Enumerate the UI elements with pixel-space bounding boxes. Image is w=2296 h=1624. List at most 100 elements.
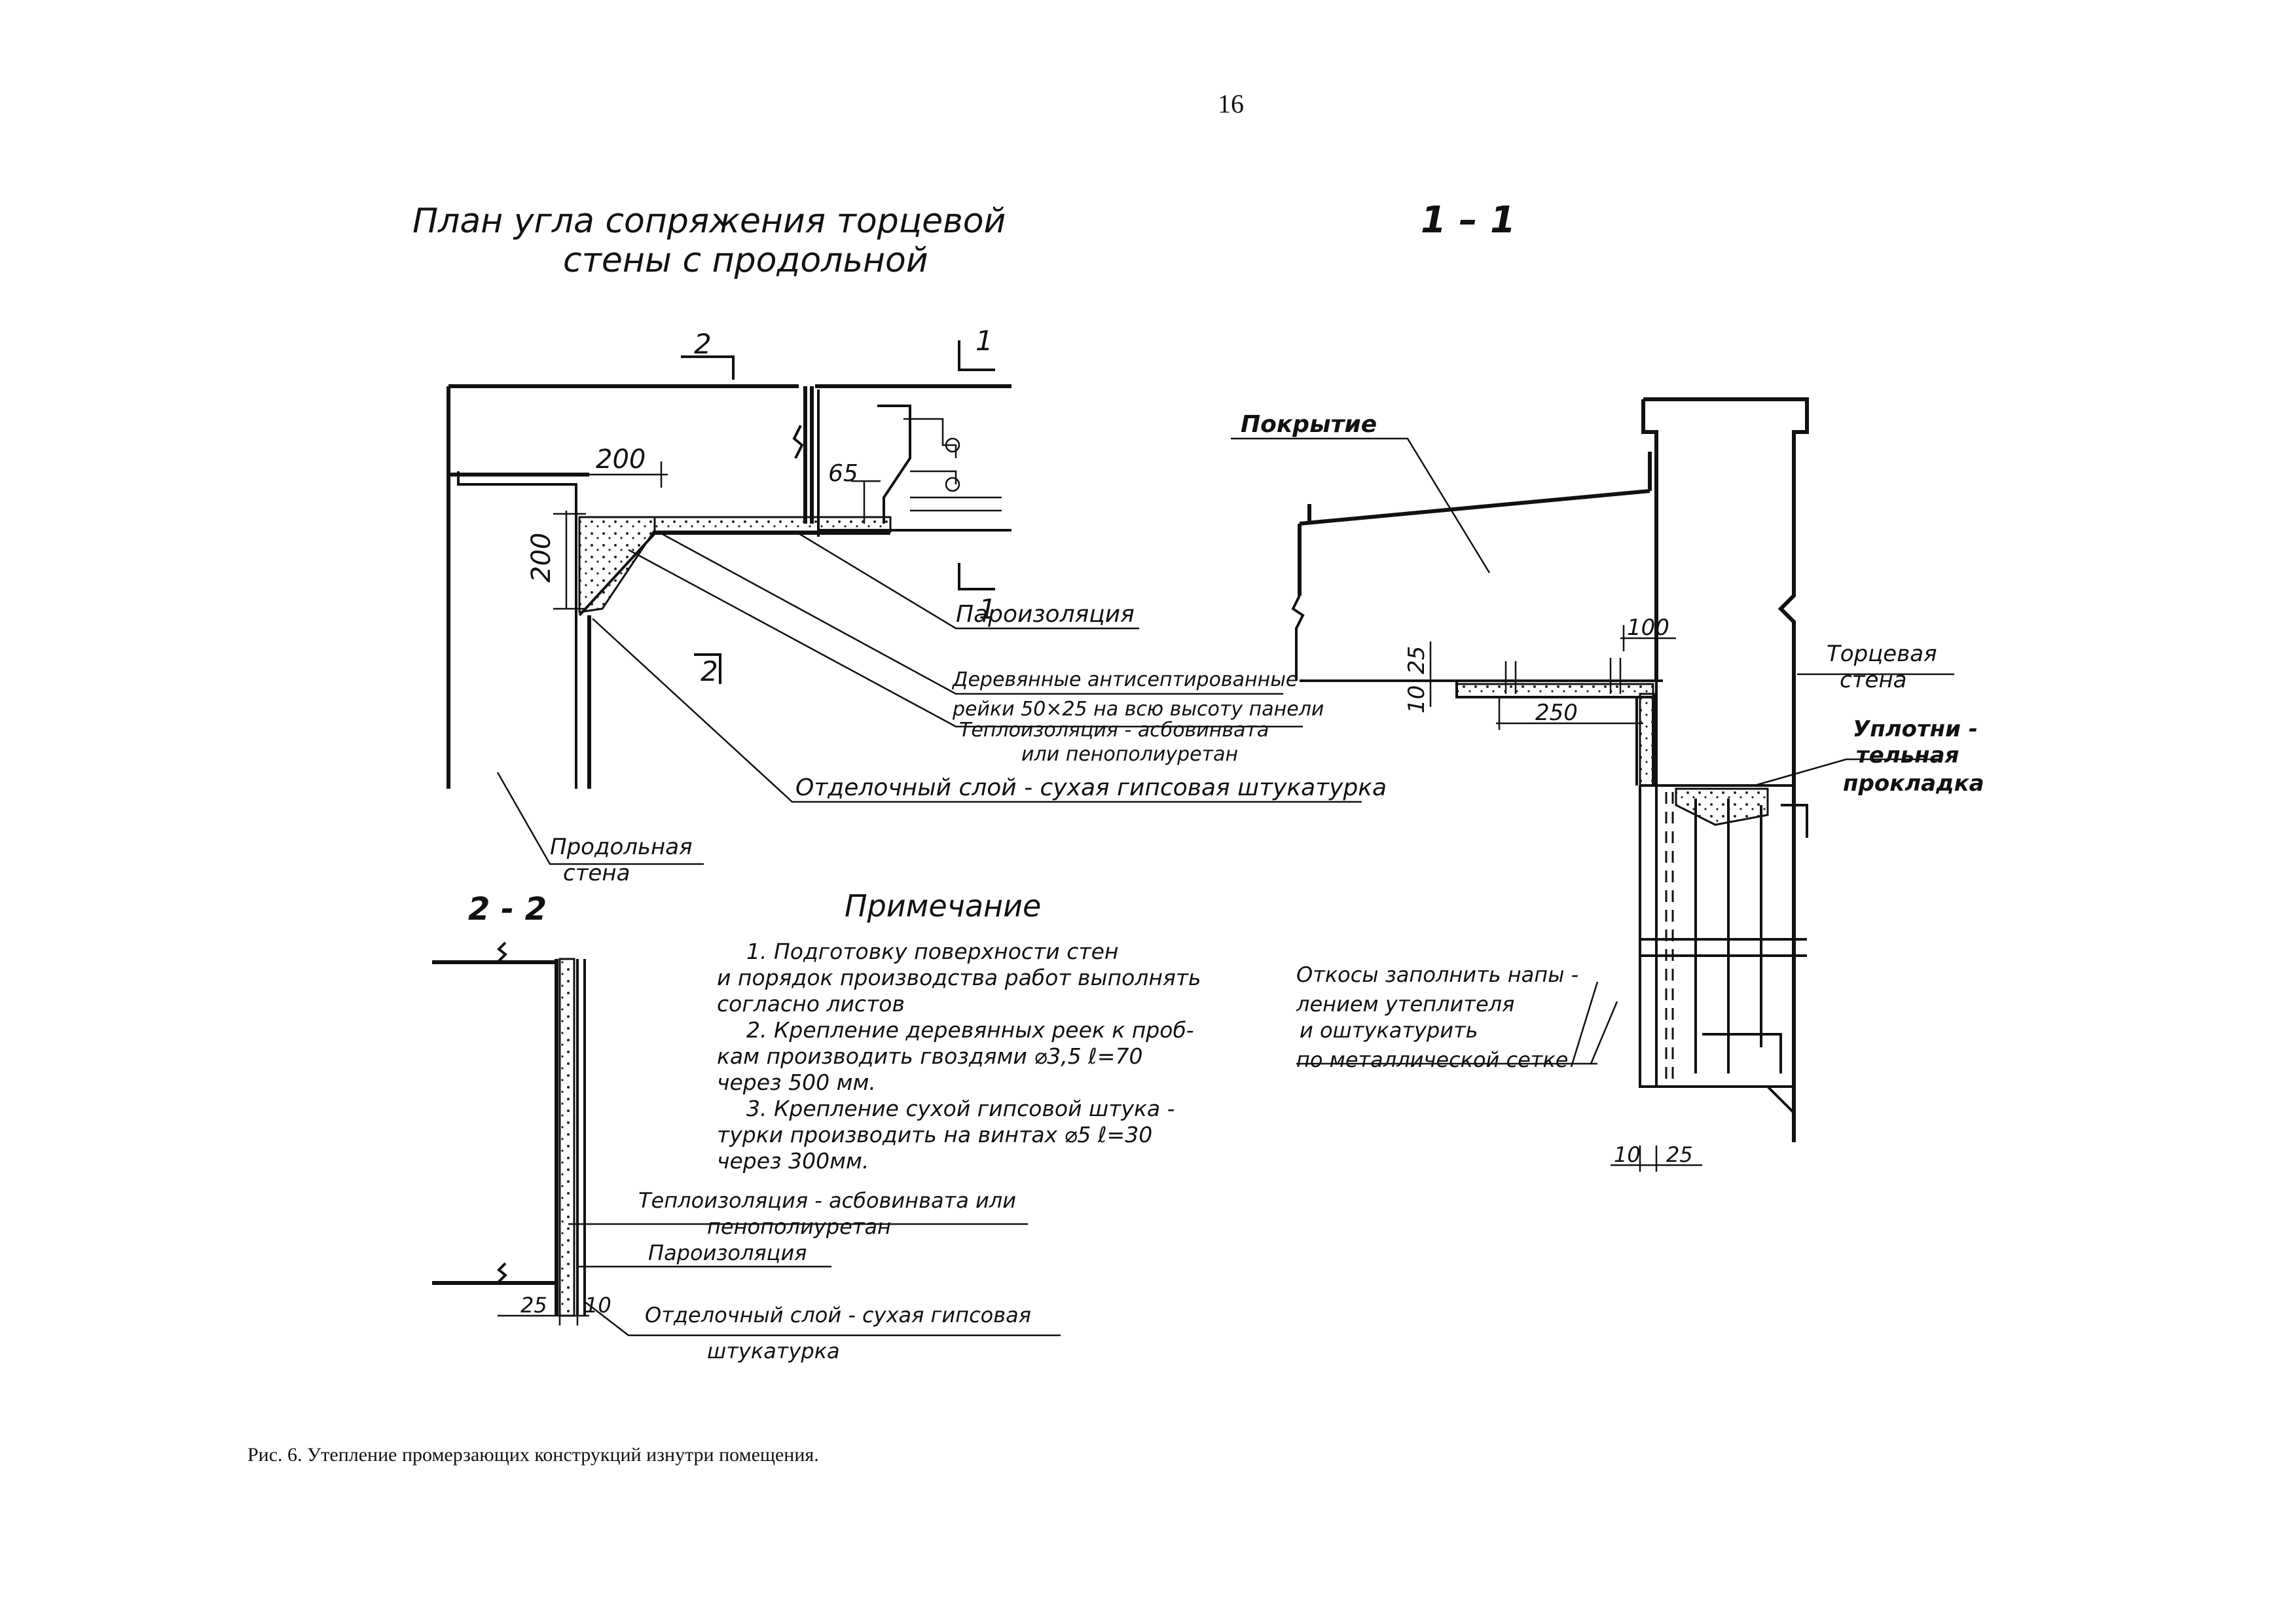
dim-2-2-line (498, 1299, 589, 1326)
cut-marker-2-bottom (694, 653, 721, 684)
cut-marker-2-top-label: 2 (694, 328, 712, 360)
label-roof: Покрытие (1241, 411, 1377, 438)
label-seal-line3: прокладка (1843, 770, 1984, 797)
wall-insulation (1639, 693, 1656, 787)
note-line-0: 1. Подготовку поверхности стен (746, 939, 1118, 964)
leader-rails (661, 532, 1283, 695)
note-line-2: согласно листов (717, 991, 905, 1017)
note-line-1: и порядок производства работ выполнять (717, 965, 1201, 990)
dim-200-vertical-line (553, 511, 586, 610)
window-frame (1639, 784, 1807, 1088)
plan-view: План угла сопряжения торцевой стены с пр… (412, 202, 1387, 886)
dim-25-line (1421, 641, 1440, 707)
label-insulation-line1: Теплоизоляция - асбовинвата (959, 719, 1269, 742)
label-slopes-line2: лением утеплителя (1296, 992, 1514, 1017)
label-2-2-insulation-line1: Теплоизоляция - асбовинвата или (638, 1188, 1016, 1213)
section-2-2-break (496, 941, 507, 1284)
leader-seal (1754, 758, 1941, 787)
plan-wall-inner (457, 471, 577, 789)
leader-roof (1231, 437, 1491, 573)
label-slopes-line4: по металлической сетке (1296, 1047, 1568, 1072)
section-2-2-title: 2 - 2 (468, 891, 547, 928)
cut-marker-1-top (958, 340, 995, 371)
window-seal-top (1675, 787, 1769, 826)
note-line-8: через 300мм. (717, 1148, 869, 1174)
label-2-2-finish-line1: Отделочный слой - сухая гипсовая (645, 1303, 1031, 1327)
leader-insulation (628, 549, 1303, 728)
cut-marker-1-top-label: 1 (975, 325, 993, 357)
dim-250: 250 (1535, 700, 1578, 726)
label-finish: Отделочный слой - сухая гипсовая штукату… (795, 774, 1387, 801)
plan-nail-1 (945, 437, 960, 453)
window-sill (1650, 804, 1808, 1114)
note-line-4: кам производить гвоздями ⌀3,5 ℓ=70 (717, 1043, 1142, 1069)
cut-marker-1-bottom-label: 1 (979, 593, 996, 625)
plan-insulation-corner (578, 516, 656, 613)
dim-200-horizontal: 200 (596, 444, 646, 475)
dim-65: 65 (828, 460, 858, 487)
end-wall-outline (1641, 397, 1809, 1142)
label-slopes-line3: и оштукатурить (1300, 1018, 1478, 1043)
cut-marker-2-bottom-label: 2 (701, 655, 718, 687)
label-2-2-parovap: Пароизоляция (648, 1240, 807, 1265)
leader-parovap (798, 532, 1139, 630)
section-2-2-insulation (558, 958, 575, 1317)
note-line-3: 2. Крепление деревянных реек к проб- (746, 1017, 1194, 1043)
rail-marks (1504, 658, 1622, 694)
dim-bottom-line (1611, 1146, 1702, 1172)
label-end-wall-line2: стена (1840, 667, 1906, 693)
plan-title-line2: стены с продольной (563, 241, 928, 280)
dim-25: 25 (1404, 646, 1430, 674)
dim-100-line (1620, 625, 1676, 651)
label-parovap: Пароизоляция (956, 601, 1135, 628)
plan-panel-joint (817, 389, 1011, 537)
cut-marker-1-bottom (958, 563, 995, 590)
note-line-6: 3. Крепление сухой гипсовой штука - (746, 1096, 1175, 1121)
label-insulation-line2: или пенополиуретан (1021, 743, 1238, 766)
note-line-5: через 500 мм. (717, 1070, 876, 1095)
cut-marker-2-top (681, 355, 735, 380)
section-2-2-wall (432, 959, 558, 1316)
ceiling-insulation (1455, 683, 1654, 698)
dim-2-2-10: 10 (585, 1293, 611, 1318)
label-slopes-line1: Откосы заполнить напы - (1296, 962, 1578, 987)
dim-25-bottom: 25 (1666, 1142, 1693, 1167)
roof-break (1291, 595, 1305, 681)
figure-caption: Рис. 6. Утепление промерзающих конструкц… (247, 1444, 819, 1466)
dim-10: 10 (1404, 685, 1430, 713)
note-line-7: турки производить на винтах ⌀5 ℓ=30 (717, 1122, 1152, 1147)
label-long-wall-line2: стена (563, 860, 630, 886)
label-2-2-finish-line2: штукатурка (707, 1339, 840, 1363)
plan-finish-line (578, 532, 890, 617)
label-2-2-insulation-line2: пенополиуретан (707, 1214, 891, 1239)
label-rails-line2: рейки 50×25 на всю высоту панели (952, 698, 1324, 721)
section-1-1-title: 1 – 1 (1421, 199, 1516, 242)
note-block: Примечание 1. Подготовку поверхности сте… (717, 888, 1201, 1174)
plan-insulation-strip (653, 516, 892, 533)
label-rails-line1: Деревянные антисептированные (951, 668, 1298, 691)
roof-slab (1298, 452, 1652, 596)
dim-2-2-25: 25 (520, 1293, 547, 1318)
leader-finish (592, 618, 1362, 803)
label-seal-line2: тельная (1856, 742, 1959, 768)
section-1-1: 1 – 1 Покрытие 100 25 10 250 10 25 Торце… (1231, 199, 1984, 1172)
dim-100: 100 (1627, 615, 1669, 641)
section-2-2-lining (576, 959, 586, 1316)
plan-wall-outline (446, 384, 1011, 789)
dim-10-bottom: 10 (1614, 1142, 1641, 1167)
dim-65-line (851, 480, 881, 524)
leader-long-wall (496, 772, 704, 865)
dim-200-horizontal-line (576, 461, 668, 488)
plan-nail-2 (945, 477, 960, 492)
label-seal-line1: Уплотни - (1853, 716, 1978, 742)
wall-lining-vertical (1635, 681, 1658, 785)
plan-window-frame (903, 418, 1002, 512)
plan-title-line1: План угла сопряжения торцевой (412, 202, 1006, 241)
section-2-2: 2 - 2 Теплоизоляция - асбовинвата или пе… (432, 891, 1061, 1363)
label-end-wall-line1: Торцевая (1827, 641, 1937, 667)
label-long-wall-line1: Продольная (550, 834, 693, 860)
page-number: 16 (1218, 89, 1244, 118)
leader-slopes (1296, 981, 1618, 1068)
leader-2-2-finish (585, 1302, 1061, 1337)
